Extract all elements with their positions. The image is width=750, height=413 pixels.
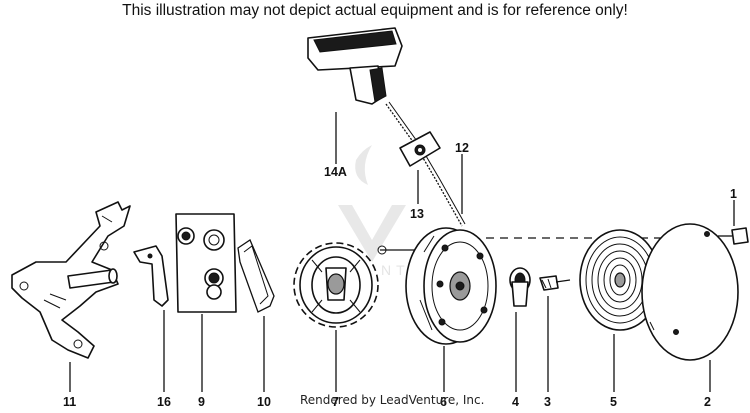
rewind-spring (579, 229, 661, 331)
pulley (405, 227, 497, 345)
mounting-bracket (11, 201, 131, 359)
retainer-spring (237, 239, 275, 313)
callout-4: 4 (512, 395, 519, 409)
callout-13: 13 (410, 207, 424, 221)
callout-3: 3 (544, 395, 551, 409)
starter-rope (385, 101, 466, 227)
callout-16: 16 (157, 395, 171, 409)
starter-handle (307, 27, 403, 105)
leader-lines (69, 112, 735, 392)
callout-12: 12 (455, 141, 469, 155)
clip-part (133, 245, 169, 307)
rope-guide (399, 131, 441, 167)
screw-3 (539, 275, 571, 291)
footer-credit: Rendered by LeadVenture, Inc. (300, 393, 485, 407)
callout-7: 7 (332, 395, 339, 409)
callout-14A: 14A (324, 165, 347, 179)
bushing (509, 267, 531, 307)
callout-9: 9 (198, 395, 205, 409)
starter-gear (293, 242, 379, 328)
bracket-plate (175, 213, 237, 313)
screw-1 (718, 227, 749, 245)
callout-1: 1 (730, 187, 737, 201)
callout-6: 6 (440, 395, 447, 409)
callout-10: 10 (257, 395, 271, 409)
cover (641, 223, 739, 361)
callout-5: 5 (610, 395, 617, 409)
callout-2: 2 (704, 395, 711, 409)
callout-11: 11 (63, 395, 76, 409)
disclaimer-text: This illustration may not depict actual … (122, 2, 628, 19)
drive-shaft (377, 245, 420, 255)
